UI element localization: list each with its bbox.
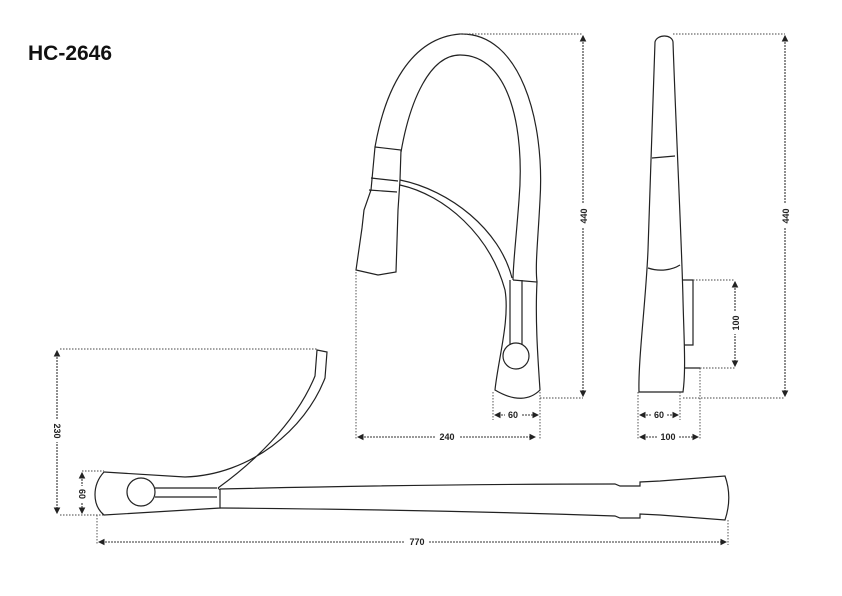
dim-top-length: 770	[409, 537, 424, 547]
front-lever-circle	[502, 342, 530, 370]
dim-front-height: 440	[579, 208, 589, 223]
side-view: 440 100 60 100	[637, 33, 791, 443]
dim-side-handle: 100	[731, 315, 741, 330]
model-title: HC-2646	[28, 42, 113, 65]
top-view: 230 60 770	[52, 348, 730, 548]
dim-side-depth: 100	[660, 432, 675, 442]
dim-side-base: 60	[654, 410, 664, 420]
front-view: 440 60 240	[355, 33, 589, 443]
dim-top-base: 60	[77, 489, 87, 499]
dim-top-arc: 230	[52, 423, 62, 438]
dim-front-reach: 240	[439, 432, 454, 442]
top-lever-circle	[126, 477, 156, 507]
dim-front-base: 60	[508, 410, 518, 420]
dim-side-height: 440	[781, 208, 791, 223]
